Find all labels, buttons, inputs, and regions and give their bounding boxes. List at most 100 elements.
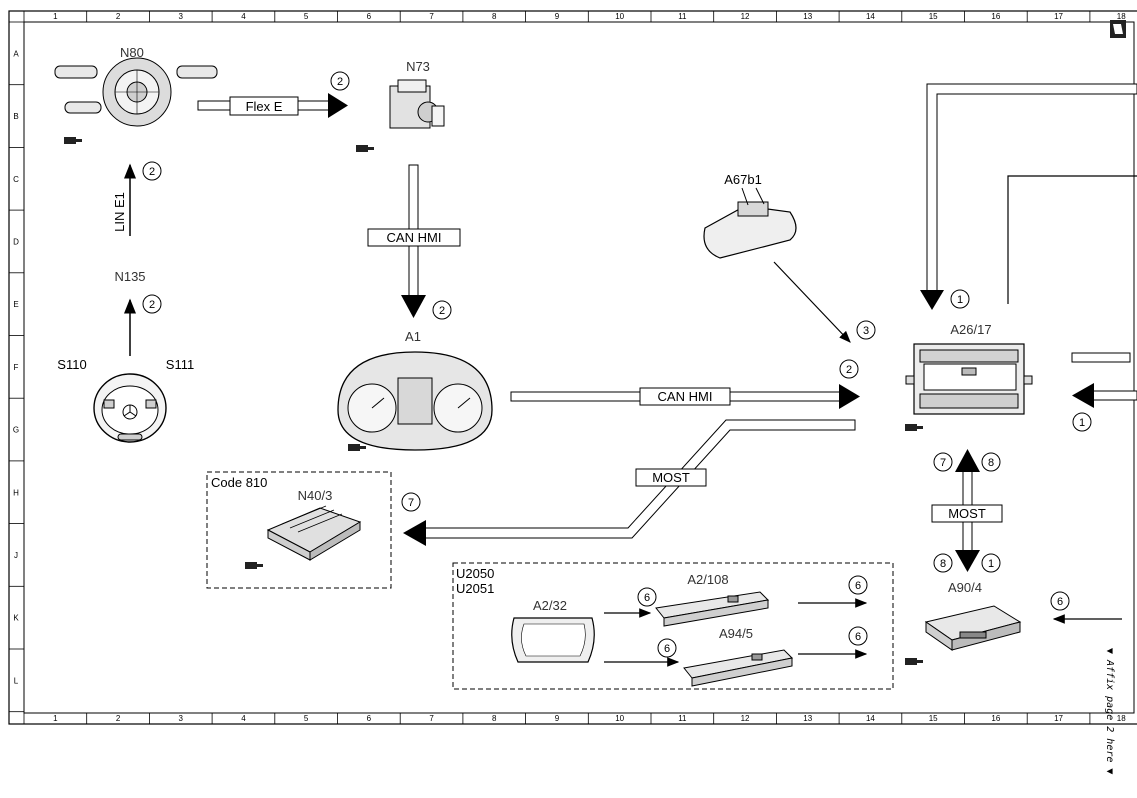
s110-label: S110	[57, 357, 86, 372]
column-labels: 1122334455667788991010111112121313141415…	[53, 12, 1126, 723]
row-label: L	[14, 676, 19, 685]
column-label: 1	[53, 12, 58, 21]
column-ticks	[23, 11, 1091, 724]
svg-text:8: 8	[988, 457, 994, 469]
n135-label: N135	[114, 269, 145, 284]
most-vertical-bus-arrow	[931, 449, 1003, 572]
column-label: 17	[1054, 714, 1063, 723]
column-label: 9	[555, 714, 560, 723]
column-label: 15	[929, 714, 938, 723]
svg-text:2: 2	[337, 76, 343, 88]
svg-text:2: 2	[846, 364, 852, 376]
column-label: 18	[1117, 714, 1126, 723]
u2050-dashed-box	[452, 562, 894, 690]
column-label: 2	[116, 12, 121, 21]
row-label: E	[13, 300, 18, 309]
a2-108-label: A2/108	[687, 572, 728, 587]
manual-reference-icon	[245, 562, 263, 569]
ref-circle-most-up-a: 7	[933, 452, 953, 472]
column-label: 14	[866, 12, 875, 21]
column-label: 7	[429, 12, 434, 21]
row-ticks	[9, 21, 24, 713]
affix-page-note: ▼ Affix page 2 here ▼	[1104, 648, 1115, 774]
a26-17-incoming-bus-top	[920, 83, 1137, 310]
row-label: J	[14, 551, 18, 560]
column-label: 7	[429, 714, 434, 723]
column-label: 11	[678, 12, 687, 21]
s111-label: S111	[166, 357, 194, 372]
svg-text:6: 6	[1057, 596, 1063, 608]
ref-circle-a94-5-out: 6	[848, 626, 868, 646]
column-label: 3	[179, 12, 184, 21]
a2-32-label: A2/32	[533, 598, 567, 613]
a2-32-windshield-icon	[511, 617, 595, 663]
column-label: 18	[1117, 12, 1126, 21]
manual-reference-icon	[905, 658, 923, 665]
a26-17-right-input	[1071, 352, 1137, 408]
code-810-dashed-box	[206, 471, 392, 589]
column-label: 10	[615, 12, 624, 21]
column-label: 17	[1054, 12, 1063, 21]
svg-text:6: 6	[855, 631, 861, 643]
row-label: F	[14, 363, 19, 372]
ref-circle-flex-e: 2	[330, 71, 350, 91]
n40-3-amplifier-icon	[266, 505, 362, 561]
a94-5-antenna-module-icon	[683, 649, 794, 687]
a1-instrument-cluster-icon	[337, 351, 493, 451]
ref-circle-most-up-b: 8	[981, 452, 1001, 472]
ref-circle-can-horizontal: 2	[839, 359, 859, 379]
svg-text:1: 1	[1079, 417, 1085, 429]
u2051-label: U2051	[456, 581, 494, 596]
ref-circle-most-down-b: 1	[981, 553, 1001, 573]
a67b1-label: A67b1	[724, 172, 762, 187]
column-label: 2	[116, 714, 121, 723]
a26-17-head-unit-icon	[905, 343, 1033, 415]
column-label: 5	[304, 714, 309, 723]
manual-reference-icon	[356, 145, 374, 152]
can-hmi-horizontal-label: CAN HMI	[658, 389, 713, 404]
svg-text:1: 1	[988, 558, 994, 570]
ref-circle-lin-e1: 2	[142, 161, 162, 181]
a26-17-line-right	[1007, 175, 1137, 304]
ref-circle-a26-right: 1	[1072, 412, 1092, 432]
ref-circle-most-down-a: 8	[933, 553, 953, 573]
n73-label: N73	[406, 59, 430, 74]
svg-text:6: 6	[664, 643, 670, 655]
flex-e-bus-arrow	[197, 93, 348, 118]
n40-3-label: N40/3	[298, 488, 333, 503]
column-label: 9	[555, 12, 560, 21]
column-label: 8	[492, 12, 497, 21]
u2050-label: U2050	[456, 566, 494, 581]
column-label: 12	[741, 12, 750, 21]
manual-reference-icon	[905, 424, 923, 431]
column-label: 15	[929, 12, 938, 21]
column-label: 10	[615, 714, 624, 723]
column-label: 4	[241, 714, 246, 723]
a90-4-label: A90/4	[948, 580, 982, 595]
svg-text:2: 2	[439, 305, 445, 317]
can-hmi-horizontal-bus-arrow	[510, 384, 860, 409]
n80-steering-column-module-icon	[54, 57, 218, 127]
row-label: C	[13, 175, 19, 184]
ref-circle-a2-108-out: 6	[848, 575, 868, 595]
svg-text:6: 6	[644, 592, 650, 604]
svg-text:2: 2	[149, 299, 155, 311]
a1-label: A1	[405, 329, 421, 344]
a90-4-module-icon	[924, 605, 1022, 651]
ref-circle-a2-32-top: 6	[637, 587, 657, 607]
manual-reference-icon	[64, 137, 82, 144]
column-label: 1	[53, 714, 58, 723]
row-label: D	[13, 237, 19, 246]
can-hmi-vertical-bus-arrow	[367, 164, 461, 318]
svg-text:2: 2	[149, 166, 155, 178]
a67b1-arrow	[773, 261, 851, 343]
column-label: 13	[803, 12, 812, 21]
ref-circle-a90-4-in: 6	[1050, 591, 1070, 611]
steering-wheel-icon	[93, 373, 167, 443]
a26-17-label: A26/17	[950, 322, 991, 337]
a2-108-antenna-module-icon	[655, 591, 770, 627]
svg-text:6: 6	[855, 580, 861, 592]
column-label: 6	[367, 12, 372, 21]
diagram-frame: 1122334455667788991010111112121313141415…	[8, 10, 1137, 725]
